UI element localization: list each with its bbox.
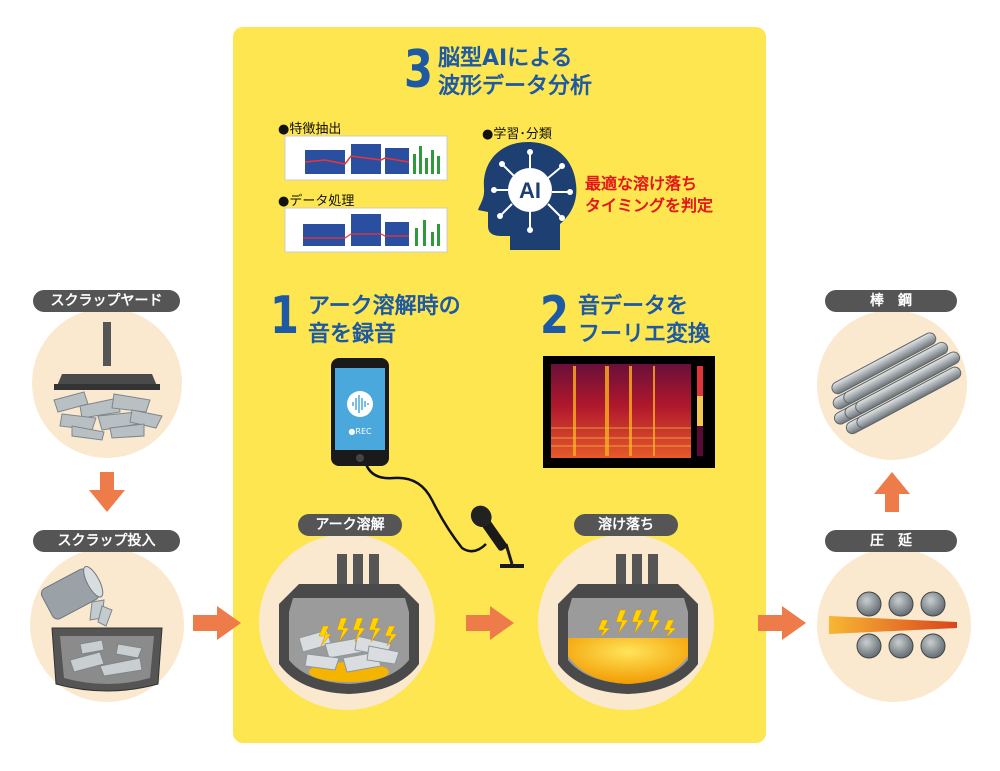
- down-arrow-icon: [89, 472, 125, 512]
- feature-extraction-label: ●特徴抽出: [278, 122, 342, 137]
- step3-title-line2: 波形データ分析: [438, 74, 593, 99]
- step1-title-line1: アーク溶解時の: [308, 294, 461, 319]
- rolling-label: 圧 延: [825, 530, 957, 552]
- smartphone-icon: ●REC: [331, 358, 389, 466]
- step2-title-line1: 音データを: [578, 294, 689, 319]
- ai-badge-text: AI: [519, 178, 541, 203]
- right-arrow-icon: [758, 606, 806, 640]
- arc-melting-label: アーク溶解: [298, 514, 402, 536]
- feature-waveform-chart: [284, 135, 448, 181]
- microphone-icon: [470, 505, 524, 568]
- scrap-yard-label: スクラップヤード: [33, 290, 180, 312]
- step1-number: 1: [270, 286, 299, 346]
- scrap-charge-label: スクラップ投入: [33, 530, 180, 552]
- right-arrow-icon: [193, 606, 241, 640]
- steel-bar-label: 棒 鋼: [825, 290, 957, 312]
- steel-bars-icon: [831, 332, 962, 435]
- step2-number: 2: [540, 286, 569, 346]
- step1-title-line2: 音を録音: [308, 322, 397, 347]
- result-text-line1: 最適な溶け落ち: [585, 174, 698, 193]
- learning-classification-label: ●学習･分類: [482, 127, 552, 142]
- right-arrow-icon: [466, 606, 514, 640]
- rolling-mill-icon: [829, 591, 957, 659]
- step3-number: 3: [404, 40, 433, 100]
- processed-waveform-chart: [284, 207, 448, 253]
- data-processing-label: ●データ処理: [278, 194, 355, 209]
- ai-brain-head-icon: AI: [478, 142, 577, 250]
- step3-title-line1: 脳型AIによる: [438, 46, 573, 71]
- arc-furnace-icon: [279, 554, 419, 694]
- meltdown-furnace-icon: [558, 554, 698, 694]
- scrap-yard-crane-icon: [53, 322, 163, 441]
- result-text-line2: タイミングを判定: [585, 196, 714, 215]
- spectrogram-chart: [543, 356, 715, 468]
- rec-label: ●REC: [348, 427, 372, 436]
- meltdown-label: 溶け落ち: [574, 514, 678, 536]
- up-arrow-icon: [874, 472, 910, 512]
- scrap-bucket-icon: [40, 565, 163, 692]
- step2-title-line2: フーリエ変換: [578, 322, 711, 347]
